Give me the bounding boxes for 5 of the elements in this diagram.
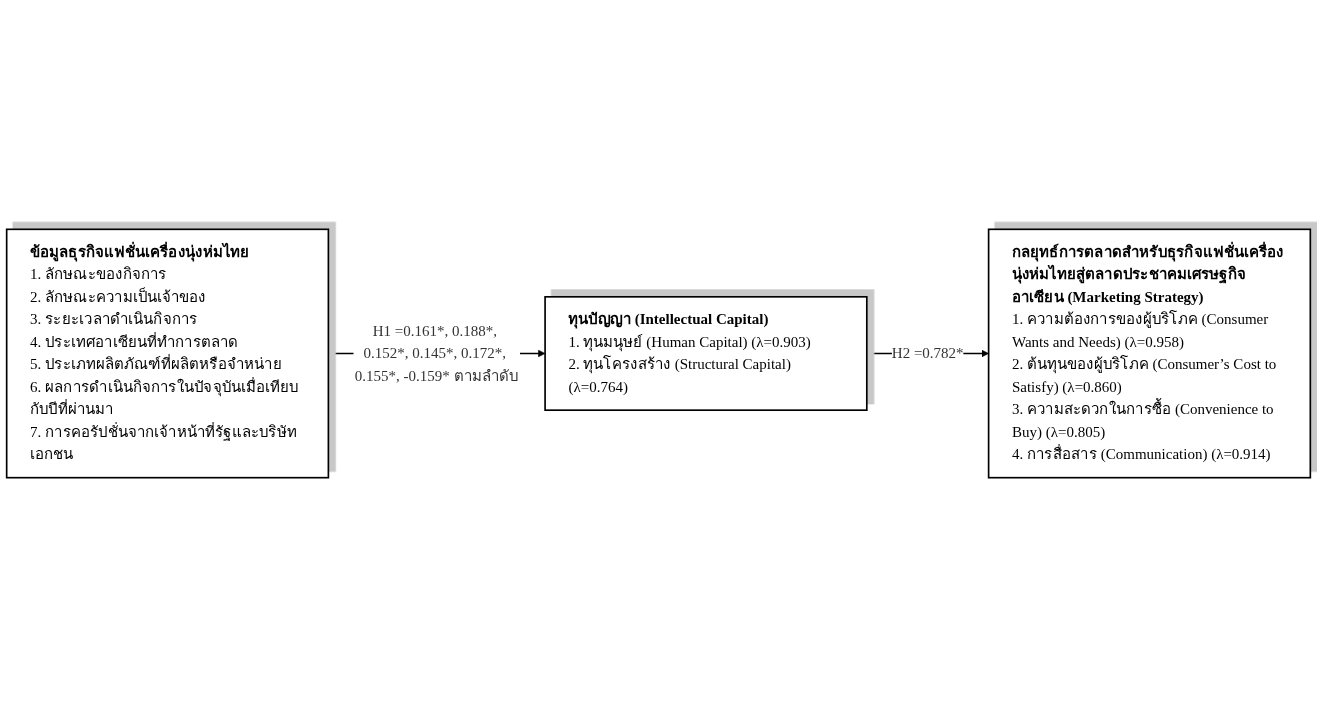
node-box: ทุนปัญญา (Intellectual Capital) 1. ทุนมนุษย์ (Human Capital) (λ=0.903) 2. ทุนโครงสร้าง (Structural Capital) (λ=0.764) bbox=[544, 296, 868, 411]
node-box: ข้อมูลธุรกิจแฟชั่นเครื่องนุ่งห่มไทย 1. ลักษณะของกิจการ 2. ลักษณะความเป็นเจ้าของ 3. ระยะเวลาดำเนินกิจการ 4. ประเทศอาเซียนที่ทำการตลาด 5. ประเภทผลิตภัณฑ์ที่ผลิตหรือจำหน่าย 6. ผลการดำเนินกิจการในปัจจุบันเมื่อเทียบกับปีที่ผ่านมา 7. การคอรัปชั่นจากเจ้าหน้าที่รัฐและบริษัทเอกชน bbox=[5, 228, 330, 479]
node-box: กลยุทธ์การตลาดสำหรับธุรกิจแฟชั่นเครื่องนุ่งห่มไทยสู่ตลาดประชาคมเศรษฐกิจอาเซียน (Marketing Strategy) 1. ความต้องการของผู้บริโภค (Consumer Wants and Needs) (λ=0.958) 2. ต้นทุนของผู้บริโภค (Consumer’s Cost to Satisfy) (λ=0.860) 3. ความสะดวกในการซื้อ (Convenience to Buy) (λ=0.805) 4. การสื่อสาร (Communication) (λ=0.914) bbox=[987, 228, 1312, 479]
edge-label: H2 =0.782* bbox=[891, 344, 964, 362]
edge-label: H1 =0.161*, 0.188*, 0.152*, 0.145*, 0.172*, 0.155*, -0.159* ตามลำดับ bbox=[354, 322, 519, 384]
